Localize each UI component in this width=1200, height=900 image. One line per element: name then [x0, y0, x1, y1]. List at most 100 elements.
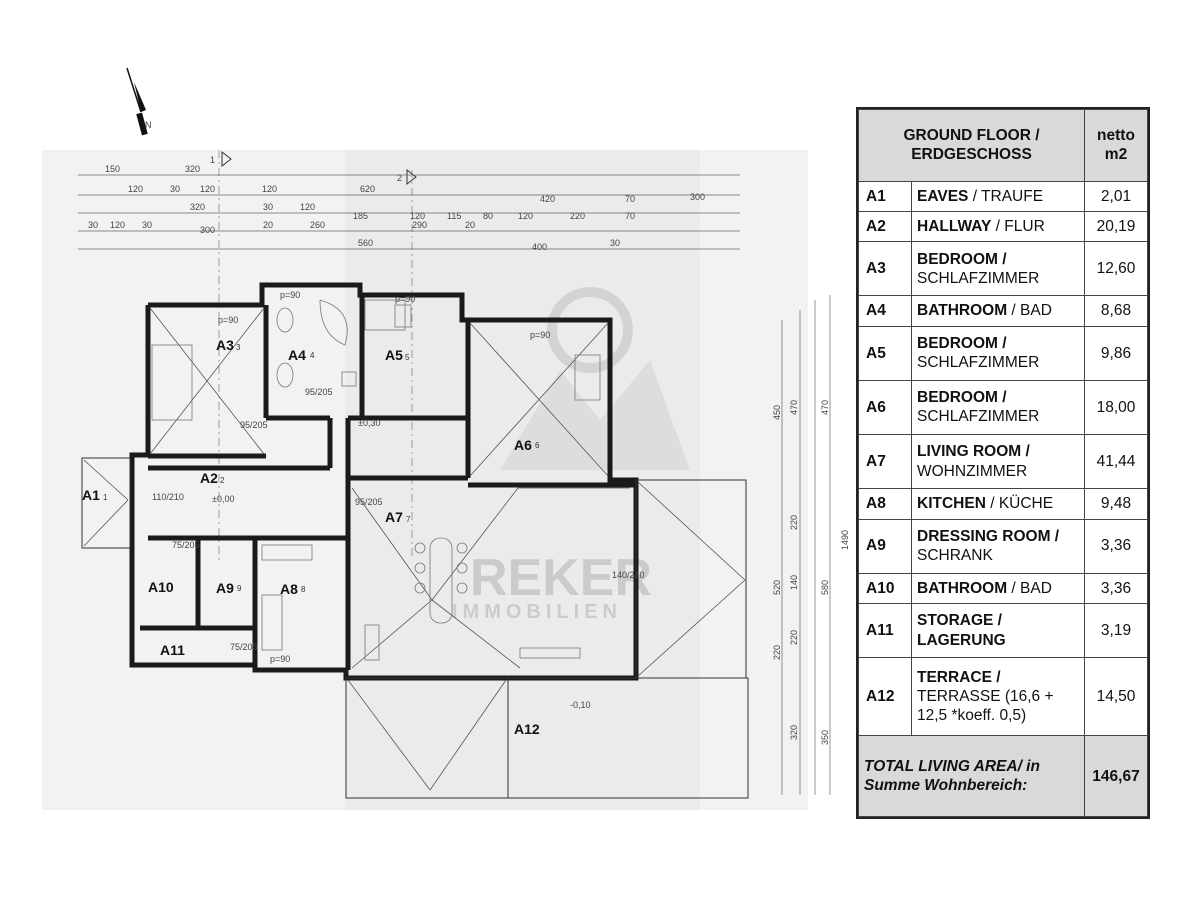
- dim-label: 220: [789, 515, 799, 530]
- dim-label: 220: [570, 211, 585, 221]
- legend-room-name: BEDROOM / SCHLAFZIMMER: [911, 325, 1085, 381]
- right-dimension-labels: 450 470 470 1490 220 520 140 220 580 220…: [772, 400, 850, 745]
- legend-room-area: 41,44: [1084, 434, 1148, 490]
- legend-room-name: KITCHEN / KÜCHE: [911, 488, 1085, 520]
- dim-label: 120: [300, 202, 315, 212]
- dim-label: 580: [820, 580, 830, 595]
- dim-label: 120: [128, 184, 143, 194]
- legend-room-code: A6: [858, 379, 912, 436]
- room-label: A12: [514, 721, 540, 737]
- north-arrow-icon: [126, 67, 148, 136]
- legend-room-name: STORAGE / LAGERUNG: [911, 602, 1085, 659]
- dim-label: 300: [200, 225, 215, 235]
- legend-room-name-de: TERRASSE (16,6 + 12,5 *koeff. 0,5): [917, 688, 1054, 725]
- svg-text:1: 1: [210, 155, 215, 165]
- legend-room-code: A11: [858, 602, 912, 659]
- room-sub: 4: [310, 351, 315, 360]
- level-markers: ±0,00 ±0,30 -0,10: [212, 418, 591, 710]
- legend-room-name-de: SCHRANK: [917, 547, 993, 565]
- legend-room-name-de: TRAUFE: [981, 187, 1044, 205]
- room-sub: 1: [103, 493, 108, 502]
- legend-room-area: 2,01: [1084, 180, 1148, 213]
- room-label: A6: [514, 437, 532, 453]
- legend-room-code: A3: [858, 241, 912, 297]
- dim-label: 120: [518, 211, 533, 221]
- legend-room-area: 9,86: [1084, 325, 1148, 381]
- dim-label: 70: [625, 194, 635, 204]
- legend-room-code: A2: [858, 211, 912, 243]
- dim-label: 470: [820, 400, 830, 415]
- legend-room-name: DRESSING ROOM / SCHRANK: [911, 518, 1085, 574]
- dim-label: 320: [185, 164, 200, 174]
- dim-label: 30: [170, 184, 180, 194]
- dim-label: 120: [110, 220, 125, 230]
- legend-room-name: BATHROOM / BAD: [911, 572, 1085, 604]
- door-label: p=90: [218, 315, 238, 325]
- legend-room-name: BEDROOM / SCHLAFZIMMER: [911, 241, 1085, 297]
- dim-label: 120: [200, 184, 215, 194]
- floor-plan: N 1 2 150 320 620 420 70 300 120 120 120…: [42, 67, 850, 810]
- dim-label: 70: [625, 211, 635, 221]
- door-label: p=90: [395, 294, 415, 304]
- total-label: TOTAL LIVING AREA/ in Summe Wohnbereich:: [858, 735, 1085, 817]
- legend-room-area: 12,60: [1084, 241, 1148, 297]
- legend-room-code: A4: [858, 295, 912, 327]
- legend-room-name-de: SCHLAFZIMMER: [917, 354, 1040, 372]
- room-sub: 7: [406, 515, 411, 524]
- legend-room-name-en: BATHROOM: [917, 579, 1008, 597]
- legend-room-area: 9,48: [1084, 488, 1148, 520]
- legend-room-name: BATHROOM / BAD: [911, 295, 1085, 327]
- room-label: A5: [385, 347, 403, 363]
- legend-room-name-de: KÜCHE: [998, 495, 1054, 513]
- door-label: 75/205: [230, 642, 258, 652]
- room-sub: 5: [405, 353, 410, 362]
- legend-room-name-de: SCHLAFZIMMER: [917, 269, 1040, 287]
- legend-room-name: BEDROOM / SCHLAFZIMMER: [911, 379, 1085, 436]
- legend-room-name-en: LIVING ROOM /: [917, 443, 1030, 461]
- room-labels: A1 1 A2 2 A3 3 A4 4 A5 5 A6 6 A7 7 A8 8 …: [82, 337, 540, 737]
- roof-diagonals: [83, 307, 746, 791]
- legend-room-code: A8: [858, 488, 912, 520]
- north-label: N: [145, 120, 152, 130]
- dim-label: 30: [263, 202, 273, 212]
- door-label: 95/205: [240, 420, 268, 430]
- door-label: p=90: [280, 290, 300, 300]
- dim-label: 30: [610, 238, 620, 248]
- legend-room-area: 3,19: [1084, 602, 1148, 659]
- dim-label: 400: [532, 242, 547, 252]
- legend-header-row: GROUND FLOOR / ERDGESCHOSS netto m2: [858, 109, 1148, 182]
- door-label: 95/205: [305, 387, 333, 397]
- legend-room-name-de: FLUR: [1004, 217, 1045, 235]
- axis-marker-2: 2: [397, 168, 417, 560]
- room-label: A3: [216, 337, 234, 353]
- room-label: A2: [200, 470, 218, 486]
- legend-room-area: 14,50: [1084, 657, 1148, 737]
- dim-label: 150: [105, 164, 120, 174]
- watermark-sub: IMMOBILIEN: [452, 601, 622, 623]
- legend-room-name-en: STORAGE / LAGERUNG: [917, 612, 1006, 649]
- legend-room-name: EAVES / TRAUFE: [911, 180, 1085, 213]
- dim-label: 560: [358, 238, 373, 248]
- legend-room-code: A10: [858, 572, 912, 604]
- door-label: 140/210: [612, 570, 645, 580]
- room-sub: 2: [220, 476, 225, 485]
- reker-watermark: REKER IMMOBILIEN: [452, 287, 690, 623]
- legend-room-name: TERRACE / TERRASSE (16,6 + 12,5 *koeff. …: [911, 657, 1085, 737]
- legend-room-name-en: TERRACE /: [917, 668, 1001, 686]
- room-sub: 8: [301, 585, 306, 594]
- right-dimension-lines: [781, 295, 831, 795]
- legend-room-name: LIVING ROOM / WOHNZIMMER: [911, 434, 1085, 490]
- legend-room-code: A1: [858, 180, 912, 213]
- dim-label: 470: [789, 400, 799, 415]
- legend-room-name-en: HALLWAY: [917, 217, 992, 235]
- room-label: A1: [82, 487, 100, 503]
- door-label: 110/210: [152, 492, 184, 502]
